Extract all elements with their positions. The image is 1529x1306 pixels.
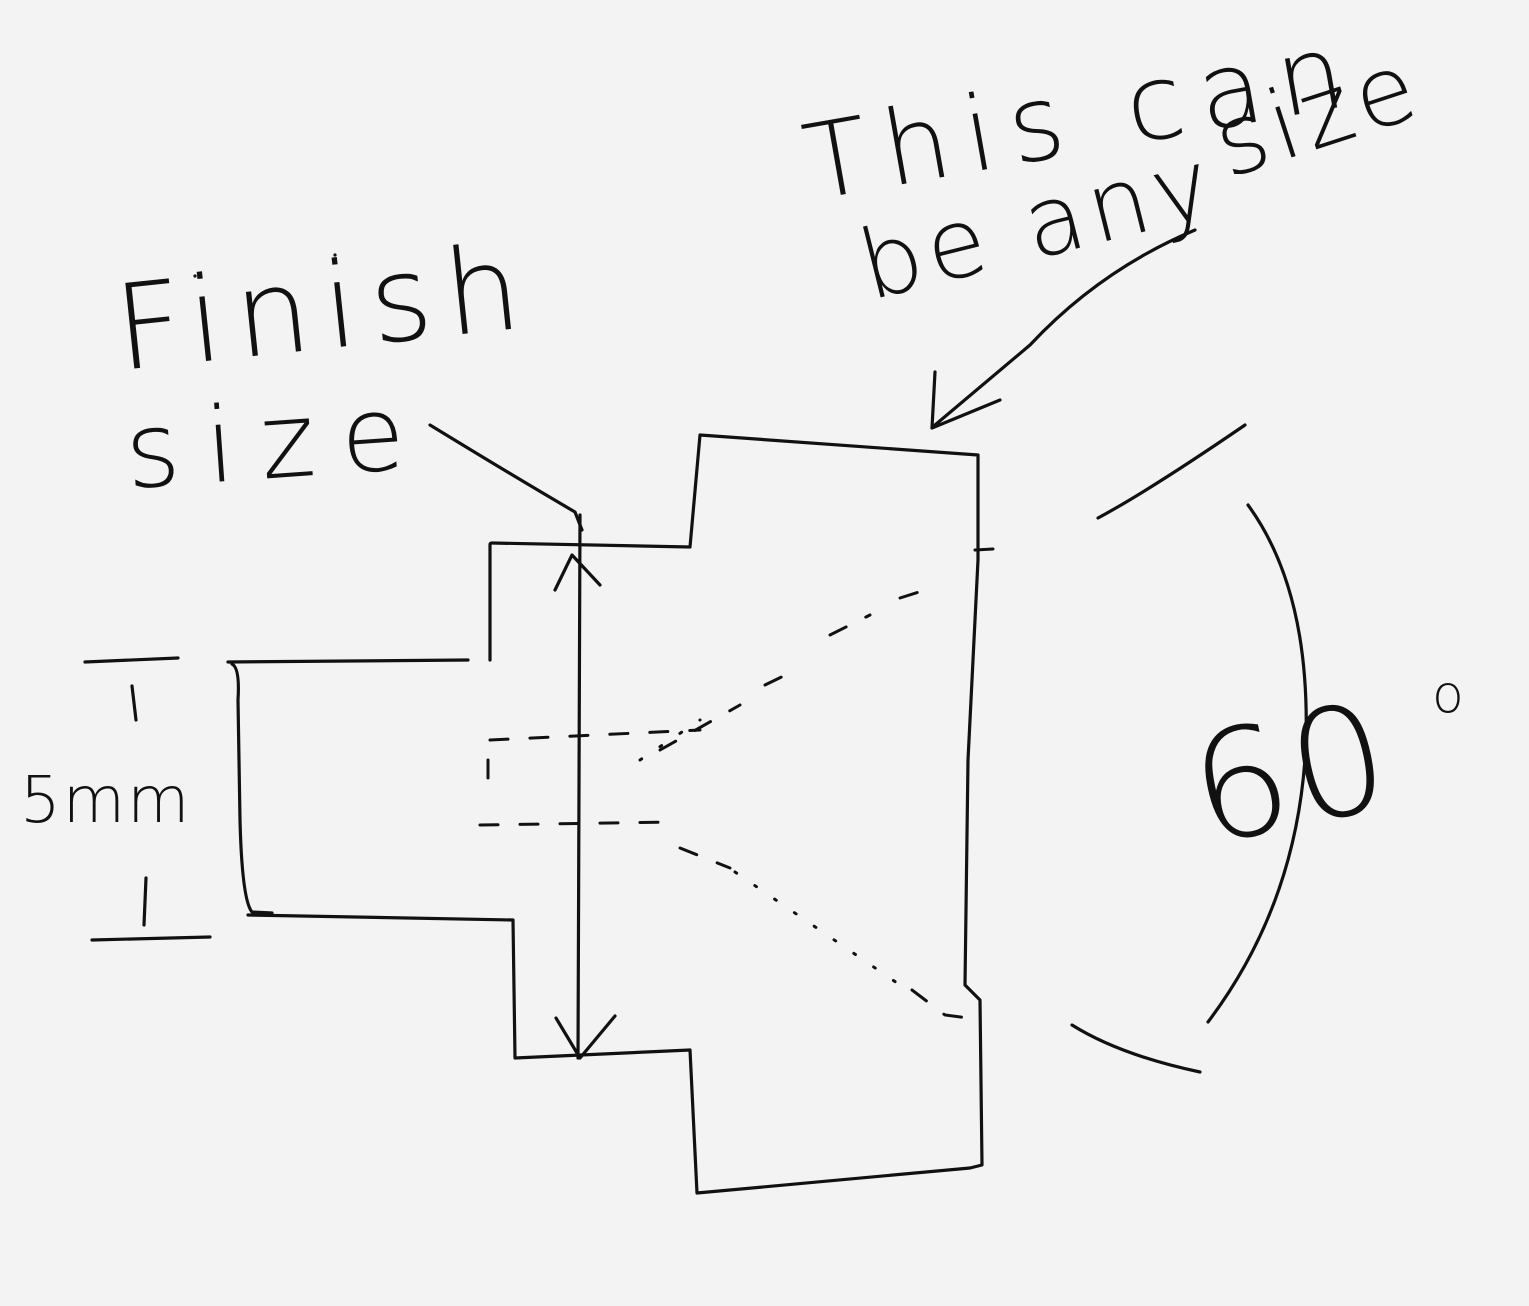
countersink-line-upper (658, 546, 1012, 752)
dimension-bracket (230, 662, 274, 915)
dimension-top-tick (83, 656, 180, 722)
hidden-line-upper (488, 728, 702, 742)
finish-label-line2: size (121, 370, 434, 513)
countersink-line-lower (678, 846, 970, 1020)
cone-line-upper (1096, 423, 1247, 520)
hidden-line-lower (478, 820, 672, 827)
dimension-label: 5mm (20, 764, 191, 838)
degree-symbol: o (1432, 665, 1464, 725)
dimension-bottom-tick (90, 876, 212, 942)
finish-leader (428, 423, 584, 532)
part-outline (246, 433, 984, 1195)
cone-line-lower (1070, 1023, 1202, 1074)
angle-label: 60 (1176, 669, 1407, 881)
stray-dot (333, 253, 337, 257)
step-top-line (226, 658, 470, 664)
countersink-dots (638, 718, 902, 987)
finish-size-arrow (553, 513, 617, 1060)
finish-label-line1: Finish (109, 217, 541, 398)
angle-arc (1206, 503, 1308, 1024)
note-leader-arrow (930, 228, 1197, 430)
stray-dot (193, 274, 197, 278)
